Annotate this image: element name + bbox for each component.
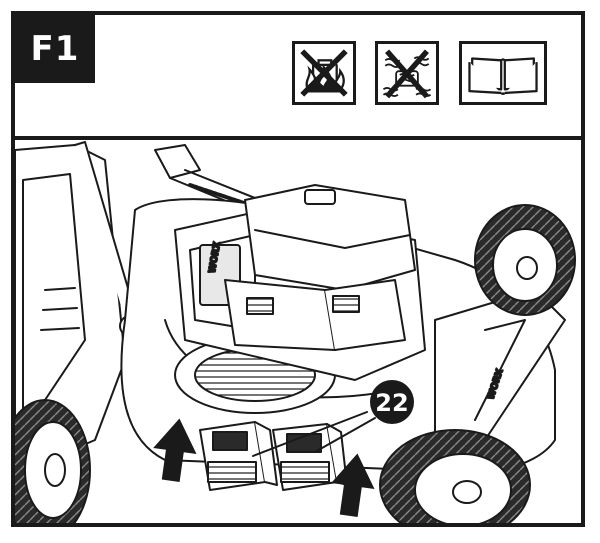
mower-battery-illustration: WORX WO bbox=[15, 140, 581, 523]
rear-wheel-left bbox=[15, 399, 91, 523]
mower-drawing: WORX WO bbox=[15, 141, 576, 523]
insert-arrow-right bbox=[331, 453, 375, 517]
front-handle: WORX bbox=[434, 289, 566, 451]
callout-leader-left bbox=[252, 411, 368, 457]
compartment-lid bbox=[244, 184, 416, 291]
no-fire-icon bbox=[292, 41, 356, 105]
callout-22: 22 bbox=[370, 380, 414, 424]
battery-pack-left bbox=[199, 421, 278, 491]
figure-label: F1 bbox=[15, 15, 95, 83]
insert-arrow-left bbox=[153, 418, 197, 482]
bottom-right-wheel bbox=[379, 429, 531, 523]
figure-frame: F1 bbox=[11, 11, 585, 527]
callout-number: 22 bbox=[375, 389, 408, 417]
no-water-icon bbox=[375, 41, 439, 105]
docked-batteries bbox=[224, 279, 406, 351]
top-right-wheel bbox=[474, 204, 576, 316]
figure-header: F1 bbox=[15, 15, 581, 140]
battery-pack-right bbox=[272, 423, 348, 491]
callout-leader-right bbox=[314, 417, 376, 453]
read-manual-icon bbox=[459, 41, 547, 105]
